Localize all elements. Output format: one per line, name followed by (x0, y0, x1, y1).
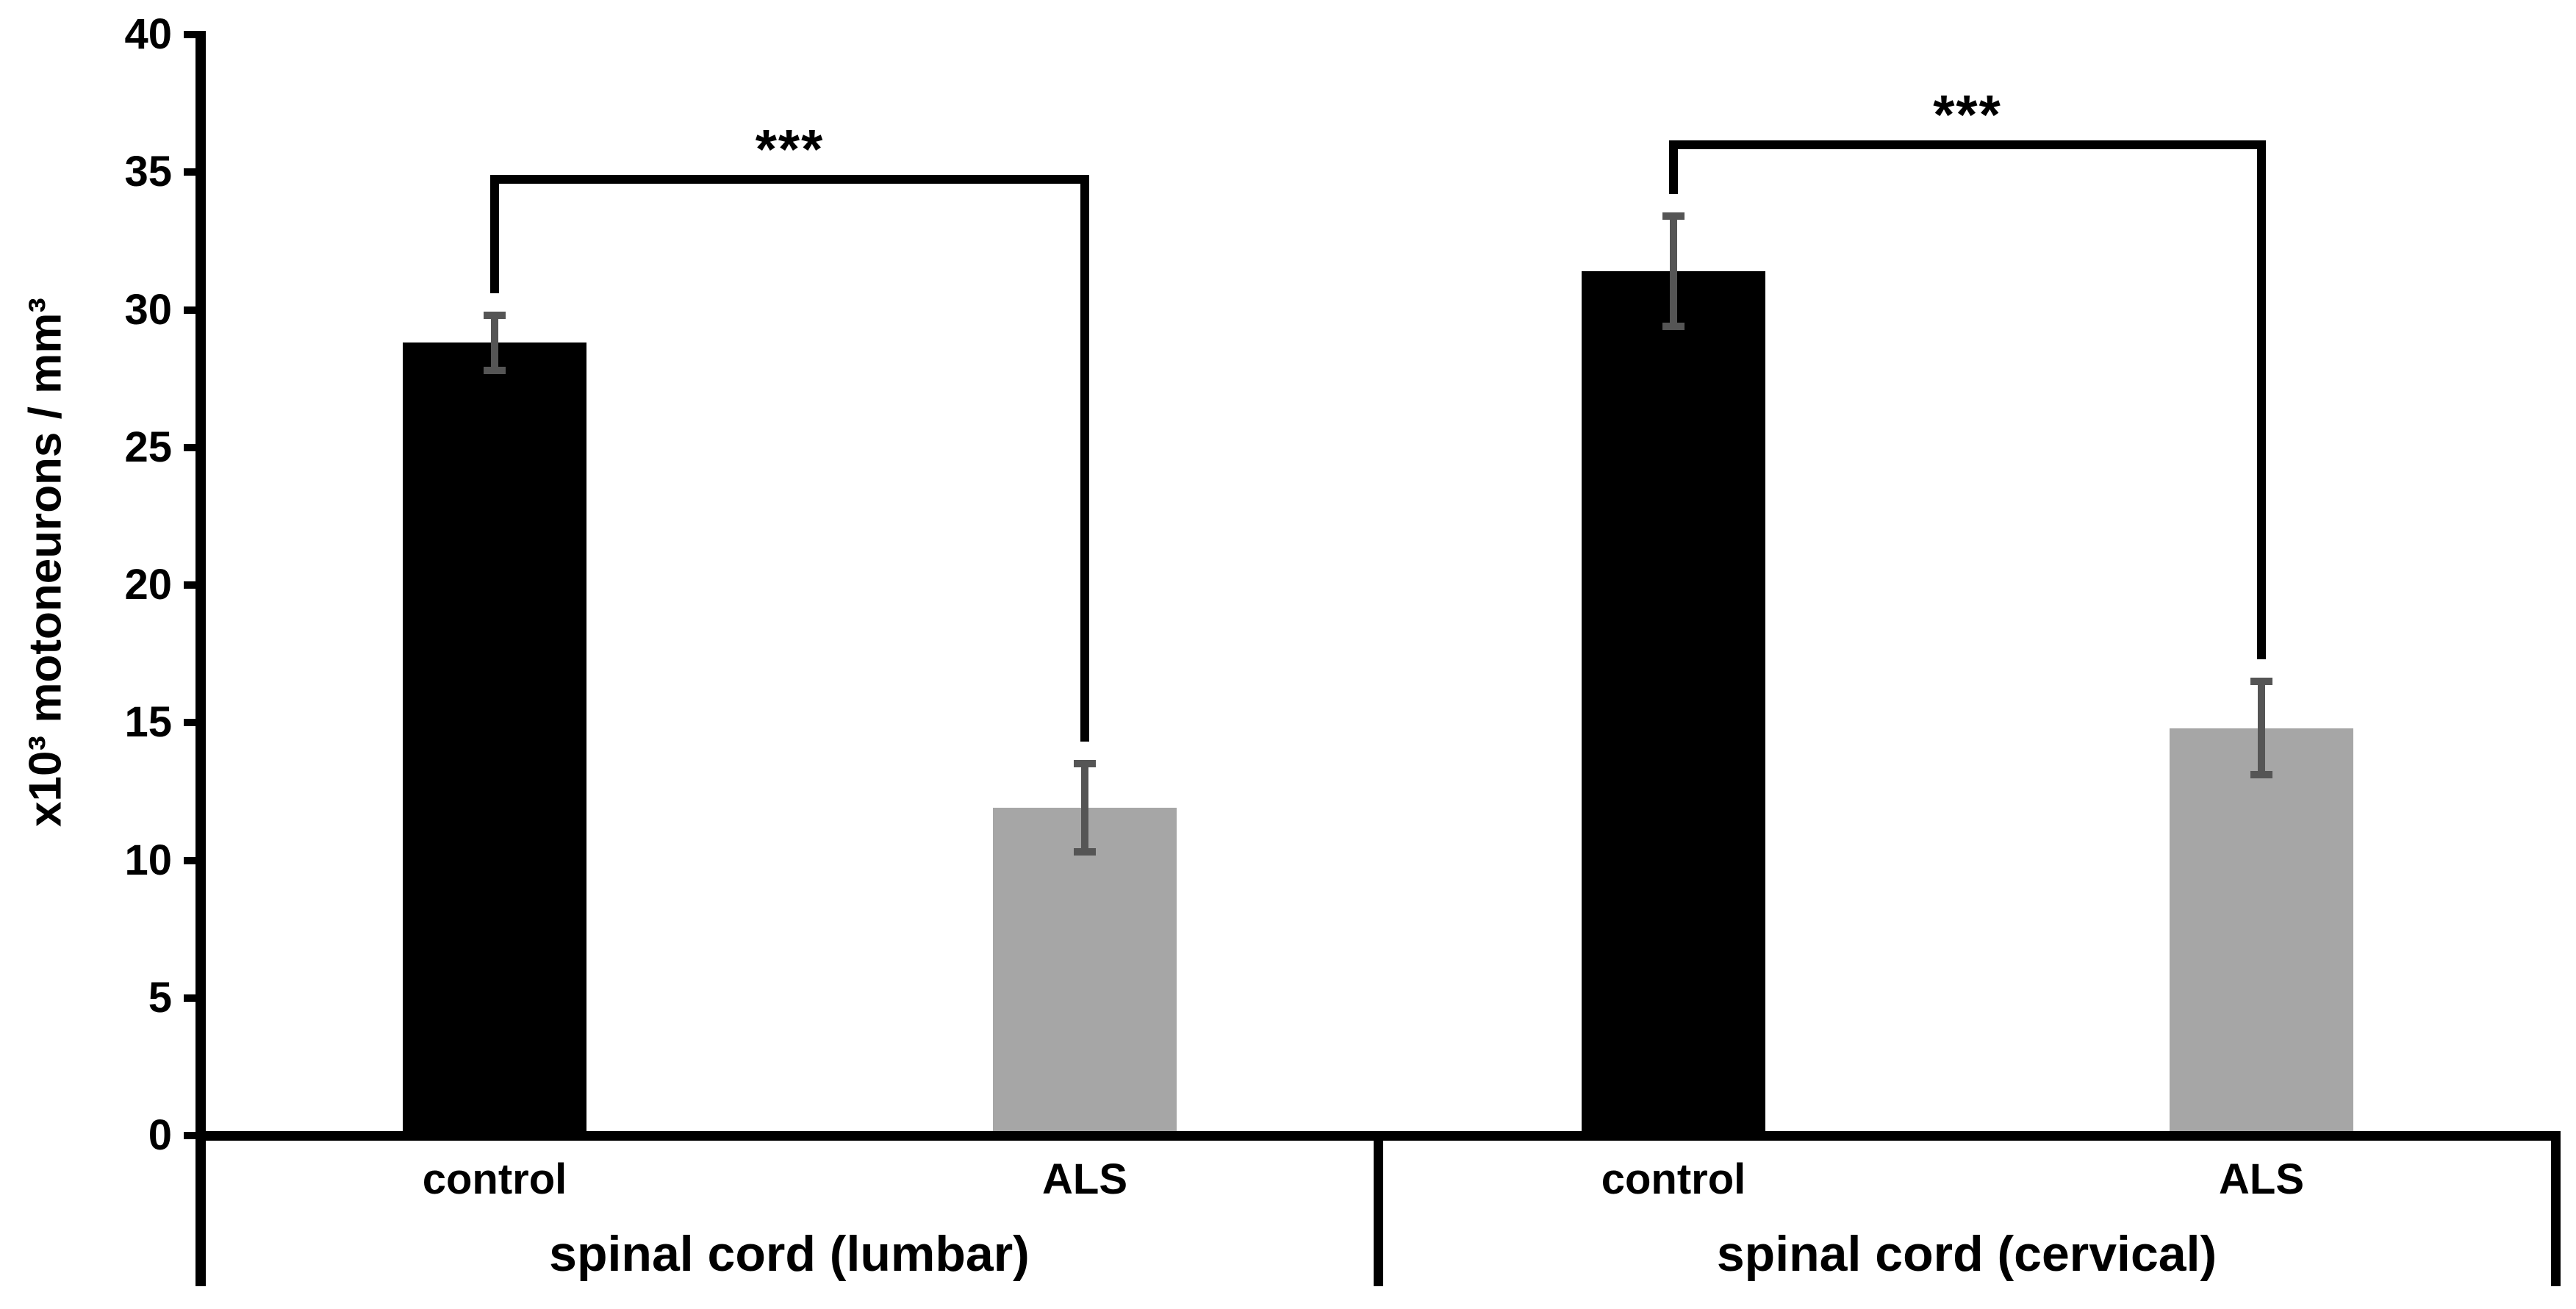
error-bar-line (491, 315, 498, 370)
category-label-als: ALS (1042, 1155, 1127, 1203)
error-bar-line (1081, 764, 1088, 853)
error-bar-line (1670, 216, 1677, 326)
error-bar-cap-top (1074, 760, 1096, 768)
y-tick-label: 10 (124, 836, 172, 884)
y-tick-label: 40 (124, 10, 172, 58)
y-axis-tick (184, 31, 195, 38)
significance-bracket-right-leg (2257, 140, 2266, 660)
y-axis-tick (184, 994, 195, 1002)
error-bar-cap-bottom (484, 366, 506, 374)
significance-bracket-left-leg (490, 175, 499, 293)
y-tick-label: 0 (148, 1111, 172, 1159)
error-bar-line (2258, 681, 2265, 775)
y-tick-label: 20 (124, 561, 172, 609)
bar-spinal-cord-lumbar-als (993, 808, 1177, 1136)
error-bar-cap-top (484, 311, 506, 319)
significance-bracket-line (1669, 140, 2266, 149)
group-divider (1373, 1131, 1383, 1286)
y-tick-label: 15 (124, 698, 172, 747)
y-tick-label: 5 (148, 973, 172, 1022)
y-axis-tick (184, 168, 195, 176)
y-axis-tick (184, 306, 195, 314)
y-tick-label: 35 (124, 148, 172, 196)
y-axis-title: x10³ motoneurons / mm³ (20, 298, 71, 827)
error-bar-cap-top (1662, 212, 1685, 220)
group-divider (2550, 1131, 2561, 1286)
bar-spinal-cord-lumbar-control (403, 343, 586, 1136)
y-axis-tick (184, 581, 195, 589)
significance-stars: *** (755, 118, 825, 180)
error-bar-cap-bottom (1662, 322, 1685, 330)
category-label-control: control (422, 1155, 567, 1203)
y-tick-label: 25 (124, 423, 172, 471)
y-axis-tick (184, 856, 195, 864)
significance-bracket-right-leg (1080, 175, 1089, 742)
y-axis-tick (184, 443, 195, 451)
group-label-spinal-cord-cervical: spinal cord (cervical) (1716, 1226, 2217, 1282)
error-bar-cap-top (2250, 678, 2272, 686)
group-label-spinal-cord-lumbar: spinal cord (lumbar) (549, 1226, 1030, 1282)
significance-bracket-left-leg (1669, 140, 1678, 195)
y-axis-tick (184, 719, 195, 727)
significance-stars: *** (1933, 84, 2002, 146)
category-label-control: control (1601, 1155, 1746, 1203)
y-axis-tick (184, 1132, 195, 1139)
error-bar-cap-bottom (1074, 848, 1096, 856)
error-bar-cap-bottom (2250, 771, 2272, 779)
category-label-als: ALS (2219, 1155, 2304, 1203)
significance-bracket-line (490, 175, 1089, 184)
bar-spinal-cord-cervical-control (1582, 271, 1765, 1136)
y-axis-line (195, 31, 206, 1286)
y-tick-label: 30 (124, 285, 172, 334)
bar-spinal-cord-cervical-als (2170, 728, 2353, 1136)
